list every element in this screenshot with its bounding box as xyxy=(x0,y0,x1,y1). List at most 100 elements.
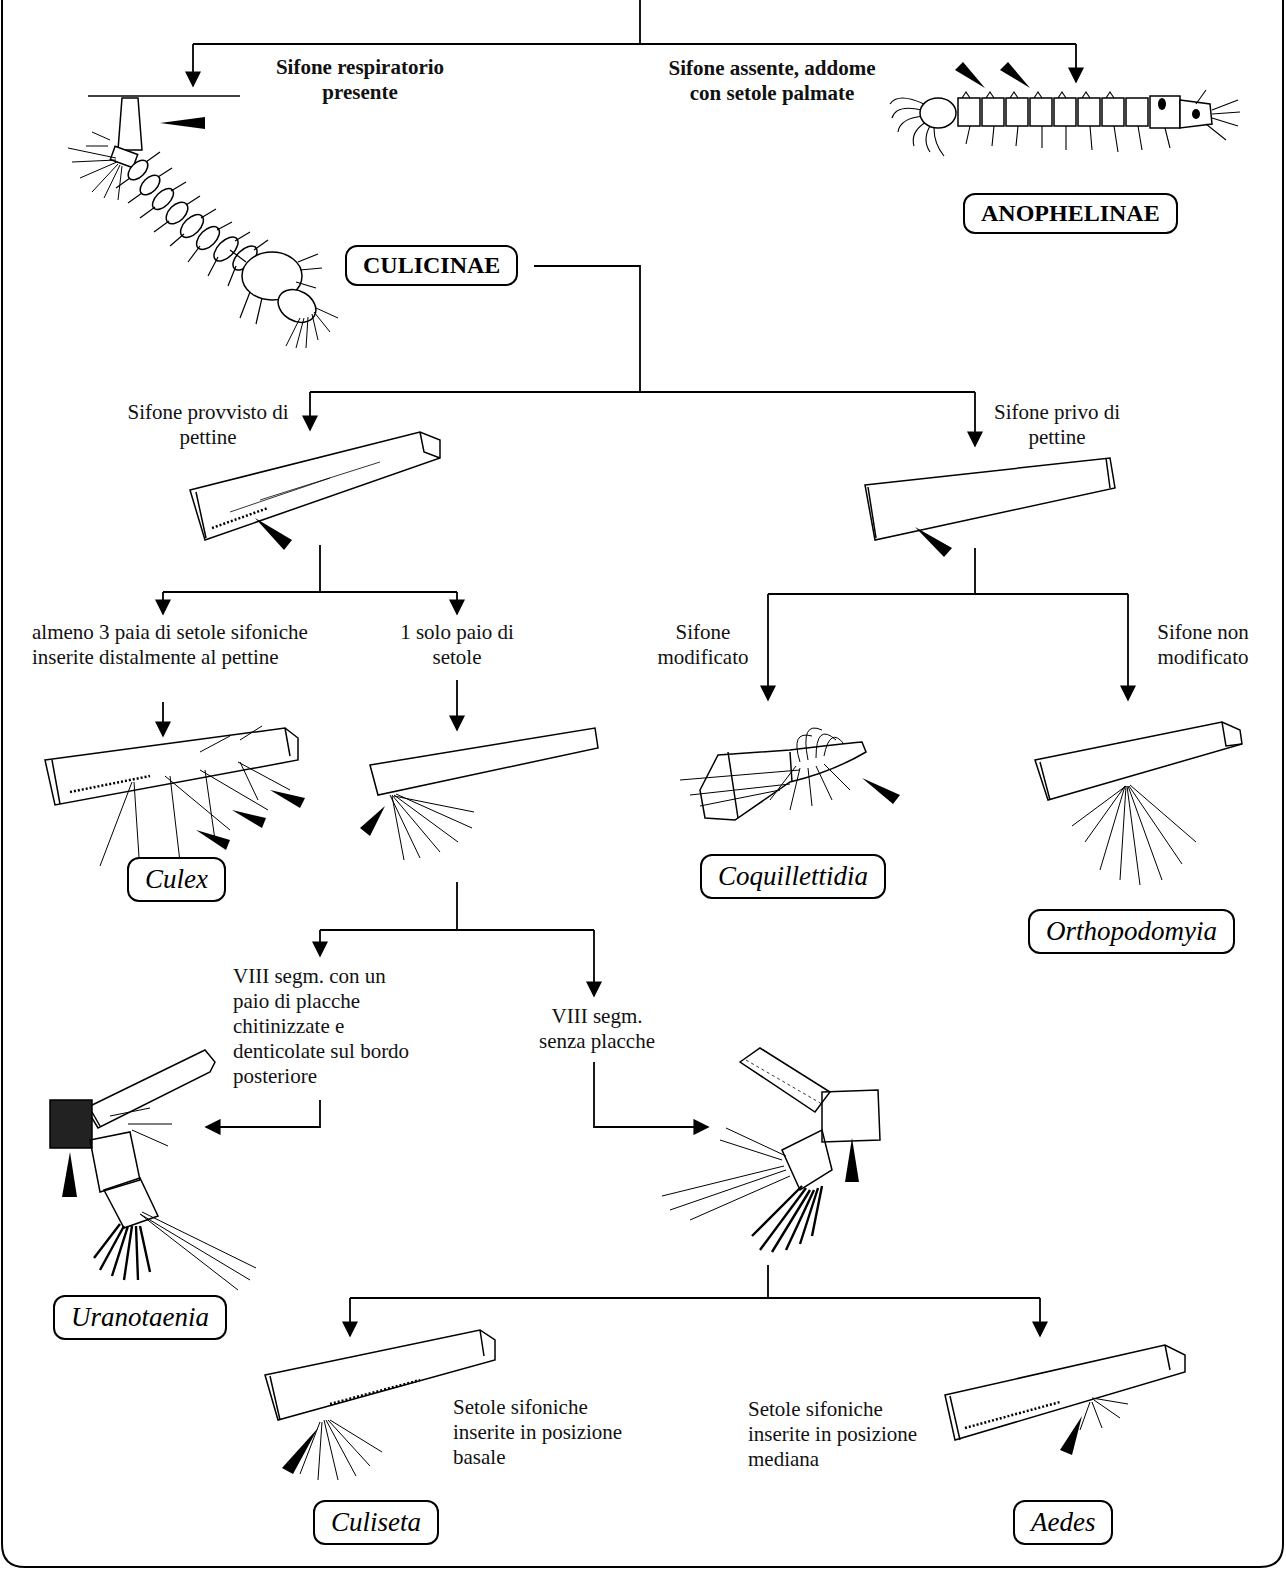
siphon-with-pecten xyxy=(230,462,380,512)
terminal-segments-without-plates xyxy=(740,1048,830,1112)
key-lines xyxy=(1127,594,1129,700)
terminal-segments-without-plates xyxy=(752,1186,822,1252)
key-criterion: Sifone respiratorio presente xyxy=(243,55,478,105)
uranotaenia-terminal-segments xyxy=(50,1050,256,1290)
single-pair-siphon xyxy=(370,728,598,860)
key-lines xyxy=(1039,1298,1041,1336)
key-lines xyxy=(767,594,769,700)
key-criterion: Setole sifoniche inserite in posizione b… xyxy=(453,1395,638,1470)
pointer-wedges xyxy=(62,62,1082,1474)
culicine-larva xyxy=(68,96,338,348)
orthopodomyia-siphon xyxy=(1035,722,1242,885)
taxon-name: Uranotaenia xyxy=(71,1302,209,1333)
pointer-wedges xyxy=(360,806,385,836)
key-lines xyxy=(594,1062,708,1127)
key-criterion: Sifone modificato xyxy=(647,620,759,670)
taxon-box: Coquillettidia xyxy=(700,854,886,899)
terminal-segments-without-plates xyxy=(752,1186,822,1252)
culiseta-siphon xyxy=(270,1330,484,1420)
uranotaenia-terminal-segments xyxy=(110,1108,256,1290)
single-pair-siphon xyxy=(390,794,474,860)
pointer-wedges xyxy=(62,1152,77,1197)
anopheline-larva xyxy=(1078,98,1100,126)
aedes-siphon xyxy=(950,1345,1170,1440)
anopheline-larva xyxy=(962,90,1240,152)
anopheline-larva xyxy=(982,98,1004,126)
pointer-wedges xyxy=(196,830,230,850)
key-criterion: Sifone privo di pettine xyxy=(992,400,1122,450)
coquillettidia-siphon xyxy=(680,728,866,820)
siphon-with-pecten xyxy=(212,508,268,528)
culicine-larva xyxy=(116,152,186,218)
orthopodomyia-siphon xyxy=(1072,785,1196,885)
culiseta-siphon xyxy=(300,1420,382,1480)
taxon-name: ANOPHELINAE xyxy=(981,200,1160,227)
pointer-wedges xyxy=(160,117,205,129)
key-lines xyxy=(163,545,457,592)
culiseta-siphon xyxy=(300,1420,382,1480)
key-lines xyxy=(974,392,976,446)
anopheline-larva xyxy=(1006,98,1028,126)
uranotaenia-terminal-segments xyxy=(110,1108,172,1146)
uranotaenia-terminal-segments xyxy=(92,1112,100,1126)
pointer-wedges xyxy=(1060,1416,1082,1455)
terminal-segments-without-plates xyxy=(782,1130,832,1190)
key-criterion: 1 solo paio di setole xyxy=(395,620,520,670)
culex-siphon xyxy=(45,726,298,872)
culicine-larva xyxy=(286,308,338,348)
culex-siphon xyxy=(70,776,150,792)
key-lines xyxy=(192,44,194,86)
uranotaenia-terminal-segments xyxy=(50,1100,92,1148)
taxon-name: Aedes xyxy=(1031,1507,1095,1538)
culex-siphon xyxy=(200,726,262,752)
culiseta-siphon xyxy=(330,1380,420,1404)
taxon-box: ANOPHELINAE xyxy=(963,193,1178,234)
culicine-larva xyxy=(154,196,232,262)
culicine-larva xyxy=(68,148,122,200)
siphon-without-pecten xyxy=(868,458,1110,538)
key-criterion: Setole sifoniche inserite in posizione m… xyxy=(748,1397,928,1472)
anopheline-larva xyxy=(1192,109,1200,119)
uranotaenia-terminal-segments xyxy=(94,1224,150,1280)
key-criterion: Sifone non modificato xyxy=(1143,620,1263,670)
terminal-segments-without-plates xyxy=(662,1048,880,1252)
key-lines xyxy=(768,548,1128,594)
orthopodomyia-siphon xyxy=(1072,785,1196,885)
pointer-wedges xyxy=(845,1138,859,1182)
coquillettidia-siphon xyxy=(680,728,850,810)
anopheline-larva xyxy=(1158,98,1166,110)
taxon-box: Aedes xyxy=(1013,1500,1113,1545)
pointer-wedges xyxy=(255,518,292,550)
key-lines xyxy=(349,1298,351,1336)
culicine-larva xyxy=(68,132,122,200)
uranotaenia-terminal-segments xyxy=(90,1132,140,1192)
taxon-box: Orthopodomyia xyxy=(1028,909,1235,954)
terminal-segments-without-plates xyxy=(746,1060,822,1104)
key-lines xyxy=(456,592,458,614)
coquillettidia-siphon xyxy=(770,728,850,810)
anopheline-larva xyxy=(1126,98,1148,126)
taxon-box: Uranotaenia xyxy=(53,1295,227,1340)
taxon-name: Culex xyxy=(145,864,208,895)
key-lines xyxy=(593,930,595,996)
taxon-box: CULICINAE xyxy=(345,245,518,286)
key-lines xyxy=(193,0,1076,44)
taxon-name: Orthopodomyia xyxy=(1046,916,1217,947)
anopheline-larva xyxy=(966,126,1170,152)
anopheline-larva xyxy=(1150,96,1180,128)
pointer-wedges xyxy=(955,62,985,88)
terminal-segments-without-plates xyxy=(662,1128,790,1220)
key-lines xyxy=(206,1100,320,1127)
key-lines xyxy=(309,392,311,430)
single-pair-siphon xyxy=(390,794,474,860)
anopheline-larva xyxy=(962,92,1114,98)
anopheline-larva xyxy=(958,98,980,126)
pointer-wedges xyxy=(232,810,266,828)
key-criterion: Sifone assente, addome con setole palmat… xyxy=(662,56,882,106)
anopheline-larva xyxy=(1196,90,1240,140)
taxon-name: Coquillettidia xyxy=(718,861,868,892)
key-lines xyxy=(350,1265,1040,1298)
culex-siphon xyxy=(45,728,298,805)
